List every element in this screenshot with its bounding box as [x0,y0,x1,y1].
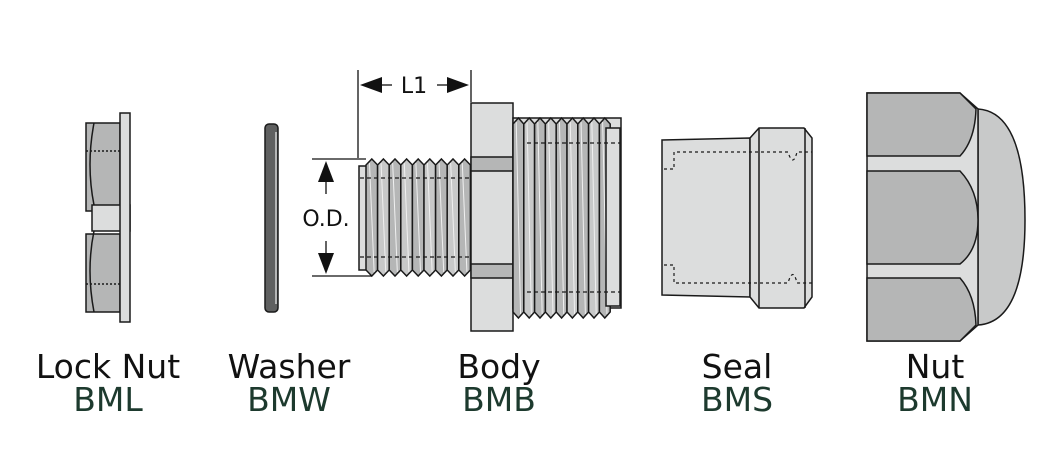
right-threads [512,116,611,320]
part-code: BMB [462,380,536,419]
thread-highlight [368,162,375,273]
thread-highlight [438,162,445,273]
left-threads [365,157,472,278]
nut-drawing [866,92,1026,342]
thread-highlight [515,121,522,315]
thread-highlight [415,162,422,273]
part-name: Washer [227,347,351,386]
thread-highlight [450,162,456,273]
seal-drawing [661,127,813,309]
thread-highlight [569,121,576,315]
thread-highlight [537,121,543,315]
thread-highlight [403,162,410,273]
part-seal: Seal BMS [637,350,837,416]
lock-nut-drawing [85,112,131,323]
thread-highlight [426,162,433,273]
part-code: BMN [897,380,973,419]
part-body: Body BMB [399,350,599,416]
part-code: BMW [247,380,331,419]
thread-highlight [580,121,586,315]
part-name: Seal [701,347,773,386]
part-code: BML [73,380,143,419]
part-washer: Washer BMW [189,350,389,416]
body-drawing [358,102,622,332]
thread-highlight [591,121,597,315]
length-dimension-label: L1 [401,74,427,99]
diameter-dimension-label: O.D. [302,207,349,232]
thread-highlight [380,162,387,273]
thread-highlight [461,162,468,273]
part-lock-nut: Lock Nut BML [8,350,208,416]
part-code: BMS [700,380,774,419]
thread-highlight [526,121,532,315]
part-name: Body [457,347,541,386]
thread-highlight [558,121,565,315]
part-name: Nut [905,347,965,386]
dimension-lines [312,70,472,277]
thread-highlight [548,121,554,315]
washer-drawing [264,123,279,313]
part-name: Lock Nut [35,347,181,386]
thread-highlight [392,162,398,273]
part-nut: Nut BMN [835,350,1035,416]
